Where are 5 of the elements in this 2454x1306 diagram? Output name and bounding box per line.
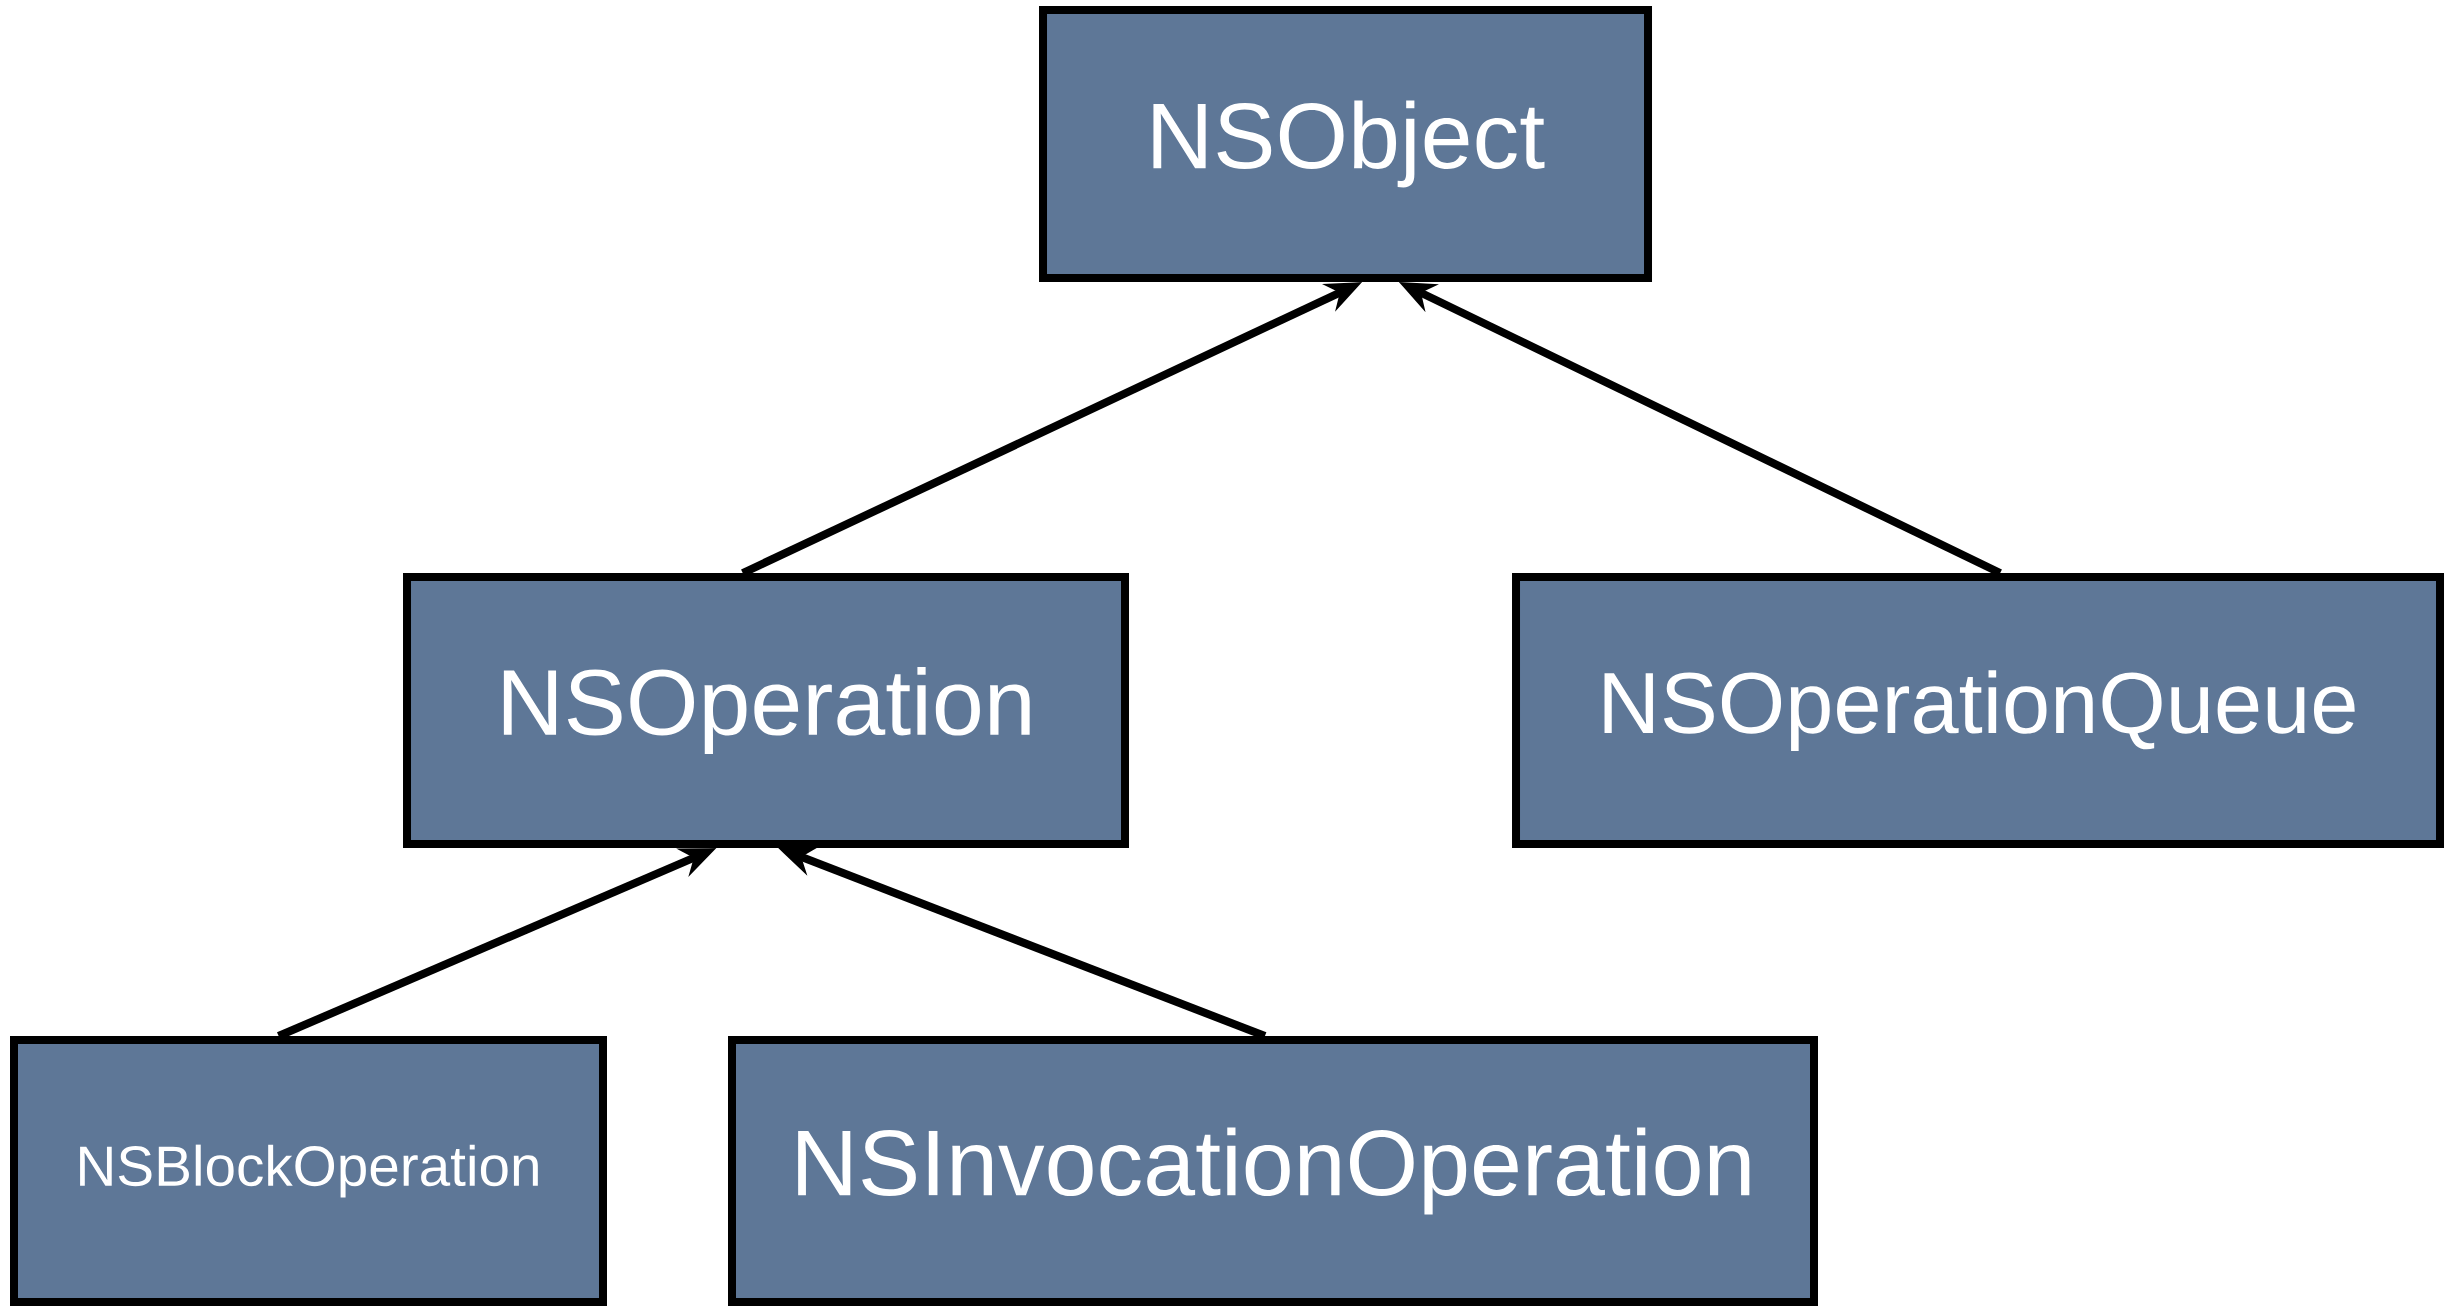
- class-box: NSObject: [1039, 6, 1652, 282]
- class-box: NSBlockOperation: [10, 1036, 607, 1306]
- class-box: NSInvocationOperation: [728, 1036, 1818, 1306]
- class-box: NSOperationQueue: [1512, 573, 2444, 848]
- class-box: NSOperation: [403, 573, 1129, 848]
